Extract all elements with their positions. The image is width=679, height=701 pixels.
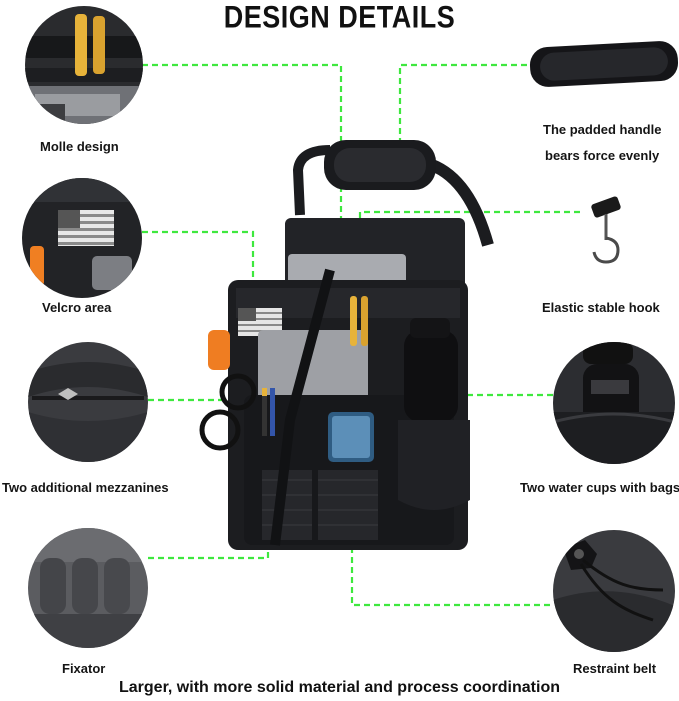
hook-label: Elastic stable hook [542, 300, 660, 315]
page-title: DESIGN DETAILS [223, 0, 456, 35]
leader-belt [350, 455, 550, 607]
leader-molle [142, 63, 343, 325]
velcro-thumbnail [22, 178, 142, 298]
handle-label-2: bears force evenly [545, 148, 660, 163]
cups-label: Two water cups with bags [520, 480, 679, 495]
mezzanines-label: Two additional mezzanines [2, 480, 169, 495]
leader-velcro [142, 230, 255, 318]
belt-thumbnail [553, 530, 675, 652]
belt-label: Restraint belt [573, 661, 657, 676]
footer-caption: Larger, with more solid material and pro… [119, 679, 560, 696]
molle-thumbnail [25, 6, 143, 124]
fixator-label: Fixator [62, 661, 106, 676]
fixator-thumbnail [28, 528, 148, 648]
leader-handle [398, 63, 537, 150]
leader-hook [358, 210, 580, 245]
cups-thumbnail [553, 342, 675, 464]
mezzanines-thumbnail [28, 342, 148, 462]
leader-fixator [148, 410, 270, 560]
molle-label: Molle design [40, 139, 119, 154]
velcro-label: Velcro area [42, 300, 112, 315]
leader-cups [453, 393, 553, 410]
handle-label-1: The padded handle [543, 122, 662, 137]
